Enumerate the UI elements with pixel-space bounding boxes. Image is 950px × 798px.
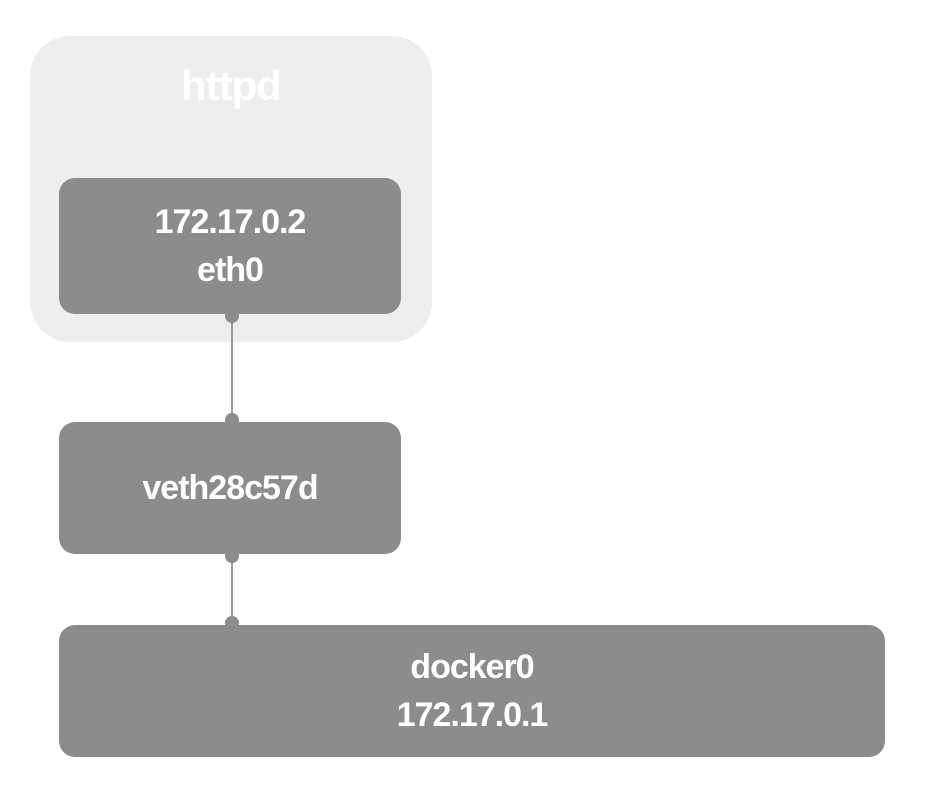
docker0-bridge-node: docker0 172.17.0.1	[59, 625, 885, 757]
eth0-name-label: eth0	[197, 251, 264, 289]
eth0-interface-node: 172.17.0.2 eth0	[59, 178, 401, 314]
container-name-label: httpd	[181, 62, 282, 109]
eth0-ip-label: 172.17.0.2	[154, 203, 307, 241]
veth-name-label: veth28c57d	[142, 469, 318, 507]
veth-interface-node: veth28c57d	[59, 422, 401, 554]
docker0-name-label: docker0	[410, 648, 534, 686]
docker0-ip-label: 172.17.0.1	[396, 696, 549, 734]
